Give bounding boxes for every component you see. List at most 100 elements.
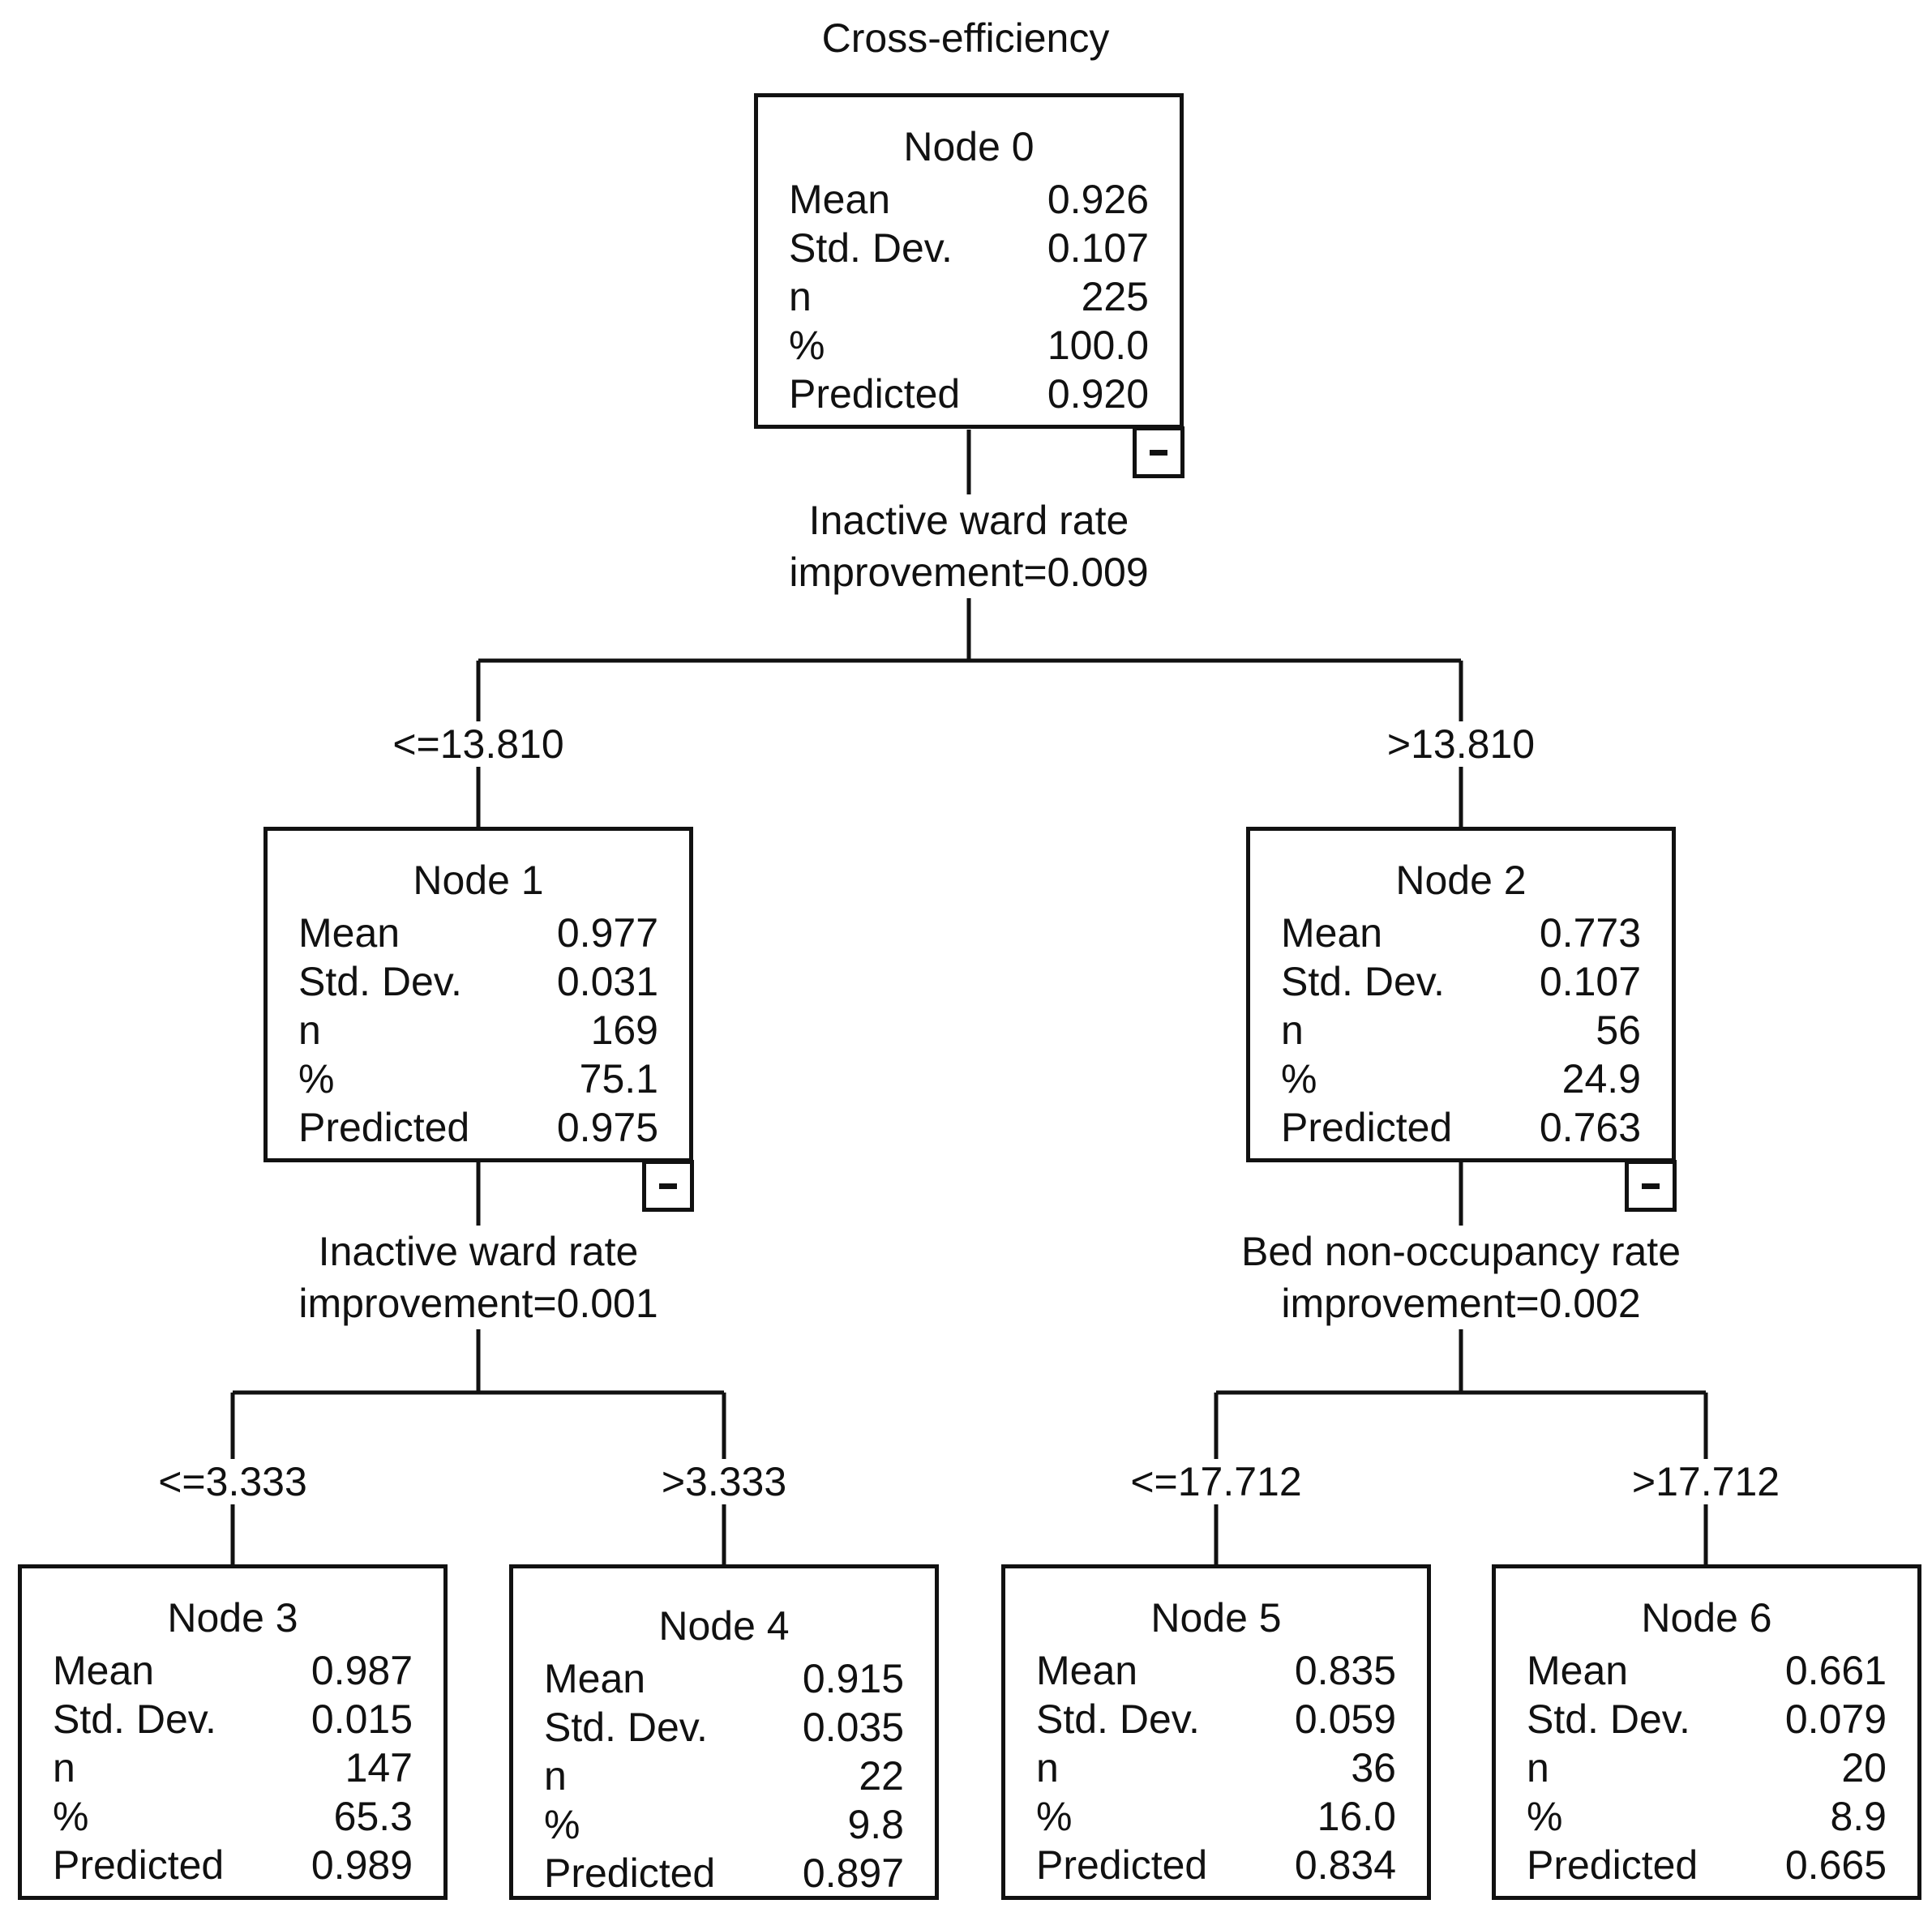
tree-node-6[interactable]: Node 6 Mean 0.661 Std. Dev. 0.079 n 20 % 8.9…	[1492, 1564, 1921, 1900]
node-title: Node 5	[1150, 1595, 1282, 1641]
value-percent: 100.0	[1047, 323, 1149, 368]
tree-title: Cross-efficiency	[821, 15, 1110, 61]
condition-node-6: >17.712	[1626, 1459, 1785, 1504]
label-std-dev: Std. Dev.	[544, 1705, 708, 1750]
label-mean: Mean	[544, 1656, 646, 1701]
value-std-dev: 0.035	[802, 1705, 904, 1750]
label-std-dev: Std. Dev.	[1036, 1696, 1200, 1742]
value-std-dev: 0.107	[1539, 959, 1641, 1004]
tree-node-3[interactable]: Node 3 Mean 0.987 Std. Dev. 0.015 n 147 % 65…	[18, 1564, 448, 1900]
label-percent: %	[298, 1056, 335, 1102]
label-n: n	[544, 1753, 567, 1799]
condition-node-3: <=3.333	[153, 1459, 312, 1504]
node-title: Node 4	[658, 1603, 790, 1649]
value-mean: 0.915	[802, 1656, 904, 1701]
node-title: Node 3	[167, 1595, 298, 1641]
value-percent: 16.0	[1317, 1794, 1396, 1839]
value-predicted: 0.920	[1047, 371, 1149, 417]
label-n: n	[298, 1008, 321, 1053]
condition-node-2: >13.810	[1382, 721, 1540, 767]
label-mean: Mean	[789, 177, 891, 222]
value-std-dev: 0.031	[556, 959, 658, 1004]
value-n: 22	[859, 1753, 904, 1799]
value-mean: 0.661	[1784, 1648, 1887, 1693]
value-std-dev: 0.015	[311, 1696, 413, 1742]
label-percent: %	[544, 1802, 580, 1847]
tree-node-5[interactable]: Node 5 Mean 0.835 Std. Dev. 0.059 n 36 % 16.…	[1001, 1564, 1431, 1900]
label-n: n	[789, 274, 812, 319]
split-variable: Inactive ward rate	[808, 498, 1129, 543]
value-std-dev: 0.079	[1784, 1696, 1887, 1742]
value-n: 225	[1081, 274, 1149, 319]
value-percent: 9.8	[847, 1802, 904, 1847]
label-percent: %	[789, 323, 825, 368]
label-predicted: Predicted	[544, 1850, 716, 1896]
split-label-node-1: Inactive ward rate improvement=0.001	[298, 1226, 658, 1329]
node-title: Node 6	[1641, 1595, 1772, 1641]
value-predicted: 0.975	[556, 1105, 658, 1150]
condition-node-5: <=17.712	[1125, 1459, 1307, 1504]
label-predicted: Predicted	[1281, 1105, 1453, 1150]
split-variable: Bed non-occupancy rate	[1240, 1229, 1681, 1274]
value-percent: 65.3	[333, 1794, 413, 1839]
label-mean: Mean	[1036, 1648, 1138, 1693]
collapse-node-0-icon[interactable]	[1133, 426, 1184, 478]
split-improvement: improvement=0.002	[1281, 1281, 1641, 1326]
label-n: n	[1527, 1745, 1549, 1791]
label-percent: %	[1281, 1056, 1317, 1102]
collapse-node-1-icon[interactable]	[642, 1160, 694, 1212]
label-std-dev: Std. Dev.	[1527, 1696, 1690, 1742]
condition-node-1: <=13.810	[388, 721, 569, 767]
label-mean: Mean	[1527, 1648, 1629, 1693]
value-n: 169	[590, 1008, 658, 1053]
label-std-dev: Std. Dev.	[789, 225, 953, 271]
value-n: 56	[1596, 1008, 1641, 1053]
label-predicted: Predicted	[1036, 1842, 1208, 1888]
split-variable: Inactive ward rate	[318, 1229, 639, 1274]
label-n: n	[53, 1745, 75, 1791]
label-percent: %	[53, 1794, 89, 1839]
label-predicted: Predicted	[53, 1842, 225, 1888]
value-std-dev: 0.059	[1294, 1696, 1396, 1742]
value-n: 36	[1351, 1745, 1396, 1791]
tree-node-4[interactable]: Node 4 Mean 0.915 Std. Dev. 0.035 n 22 % 9.8…	[509, 1564, 939, 1900]
label-mean: Mean	[298, 910, 401, 956]
label-std-dev: Std. Dev.	[53, 1696, 216, 1742]
value-mean: 0.835	[1294, 1648, 1396, 1693]
node-title: Node 0	[903, 124, 1035, 169]
label-mean: Mean	[53, 1648, 155, 1693]
label-mean: Mean	[1281, 910, 1383, 956]
value-percent: 75.1	[579, 1056, 658, 1102]
collapse-node-2-icon[interactable]	[1625, 1160, 1677, 1212]
value-predicted: 0.897	[802, 1850, 904, 1896]
split-label-node-0: Inactive ward rate improvement=0.009	[789, 494, 1149, 598]
value-predicted: 0.989	[311, 1842, 413, 1888]
label-n: n	[1281, 1008, 1304, 1053]
value-mean: 0.987	[311, 1648, 413, 1693]
value-mean: 0.773	[1539, 910, 1641, 956]
split-improvement: improvement=0.009	[789, 550, 1149, 595]
label-n: n	[1036, 1745, 1059, 1791]
label-predicted: Predicted	[1527, 1842, 1699, 1888]
label-percent: %	[1527, 1794, 1563, 1839]
label-predicted: Predicted	[298, 1105, 470, 1150]
node-title: Node 2	[1395, 858, 1527, 903]
label-predicted: Predicted	[789, 371, 961, 417]
label-std-dev: Std. Dev.	[1281, 959, 1445, 1004]
value-predicted: 0.665	[1784, 1842, 1887, 1888]
value-percent: 8.9	[1830, 1794, 1887, 1839]
value-mean: 0.926	[1047, 177, 1149, 222]
tree-node-0[interactable]: Node 0 Mean 0.926 Std. Dev. 0.107 n 225 % 10…	[754, 93, 1184, 429]
value-n: 147	[345, 1745, 413, 1791]
label-percent: %	[1036, 1794, 1073, 1839]
value-mean: 0.977	[556, 910, 658, 956]
split-label-node-2: Bed non-occupancy rate improvement=0.002	[1240, 1226, 1681, 1329]
value-predicted: 0.834	[1294, 1842, 1396, 1888]
value-n: 20	[1841, 1745, 1887, 1791]
split-improvement: improvement=0.001	[298, 1281, 658, 1326]
condition-node-4: >3.333	[656, 1459, 792, 1504]
label-std-dev: Std. Dev.	[298, 959, 462, 1004]
value-std-dev: 0.107	[1047, 225, 1149, 271]
